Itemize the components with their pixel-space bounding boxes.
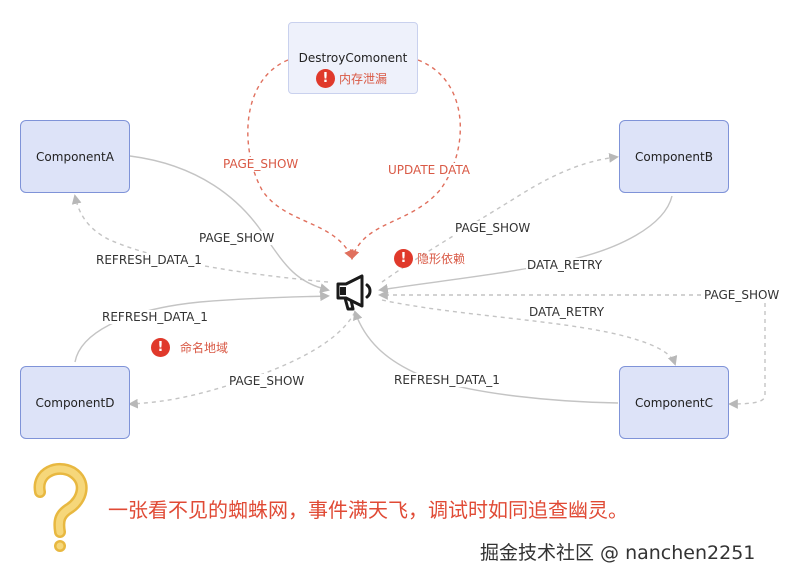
warning-memory-leak-label: 内存泄漏 (339, 72, 388, 86)
node-d-label: ComponentD (35, 395, 115, 410)
label-c-data-retry: DATA_RETRY (528, 305, 606, 319)
node-c-label: ComponentC (634, 395, 714, 410)
megaphone-icon (336, 274, 372, 311)
node-b-label: ComponentB (635, 149, 713, 164)
edge-c-refresh (353, 310, 619, 404)
node-component-a: ComponentA (20, 120, 130, 193)
node-component-d: ComponentD (20, 366, 130, 439)
edge-destroy-page-show (247, 59, 354, 260)
warning-hidden-dependency: ! 隐形依赖 (394, 249, 465, 268)
label-d-page-show: PAGE_SHOW (228, 374, 306, 388)
label-c-refresh: REFRESH_DATA_1 (393, 373, 501, 387)
label-b-data-retry: DATA_RETRY (526, 258, 604, 272)
node-component-c: ComponentC (619, 366, 729, 439)
edge-c-data-retry (381, 299, 678, 366)
edge-d-page-show (128, 311, 356, 409)
warning-icon: ! (316, 69, 335, 88)
edge-d-refresh (74, 291, 330, 363)
label-destroy-update-data: UPDATE DATA (387, 163, 471, 177)
warning-hidden-dependency-label: 隐形依赖 (417, 252, 466, 266)
warning-icon: ! (151, 338, 170, 357)
warning-naming: ! 命名地域 (151, 338, 228, 357)
warning-icon: ! (394, 249, 413, 268)
label-destroy-page-show: PAGE_SHOW (222, 157, 300, 171)
node-component-b: ComponentB (619, 120, 729, 193)
label-b-page-show: PAGE_SHOW (454, 221, 532, 235)
edge-b-data-retry (378, 195, 673, 294)
caption-text: 一张看不见的蜘蛛网，事件满天飞，调试时如同追查幽灵。 (108, 498, 628, 522)
edge-a-refresh (71, 194, 329, 283)
label-a-refresh: REFRESH_DATA_1 (95, 253, 203, 267)
warning-memory-leak: ! 内存泄漏 (316, 69, 387, 88)
node-a-label: ComponentA (36, 149, 114, 164)
question-mark-icon (33, 462, 88, 552)
node-destroy-component: DestroyComonent (288, 22, 418, 94)
node-destroy-label: DestroyComonent (298, 51, 408, 65)
credit-text: 掘金技术社区 @ nanchen2251 (480, 542, 756, 564)
edge-destroy-update-data (349, 59, 462, 260)
warning-naming-label: 命名地域 (180, 341, 229, 355)
edge-b-page-show (381, 152, 619, 283)
label-c-page-show: PAGE_SHOW (703, 288, 781, 302)
label-d-refresh: REFRESH_DATA_1 (101, 310, 209, 324)
edge-c-page-show-down (728, 295, 766, 409)
label-a-page-show: PAGE_SHOW (198, 231, 276, 245)
edge-a-page-show (129, 155, 330, 293)
